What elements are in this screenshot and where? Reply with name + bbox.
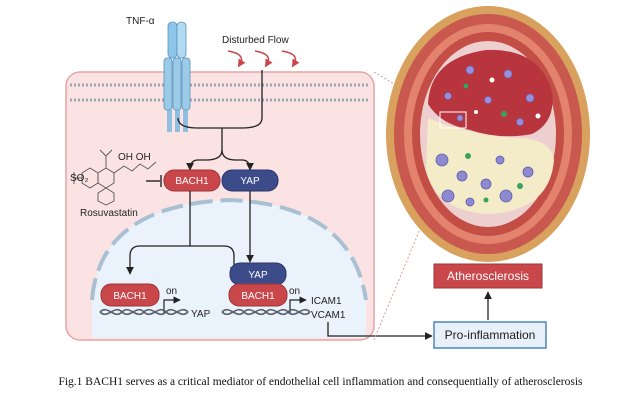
atherosclerosis-box [433, 263, 543, 289]
rosuvastatin-structure-text-icon: SO₂ [70, 173, 88, 184]
rosuvastatin-oh-text-icon: OH OH [118, 152, 151, 163]
bach1-cytoplasm-label: BACH1 [175, 176, 209, 187]
vcam1-label: VCAM1 [311, 310, 346, 321]
cell-membrane [70, 83, 370, 102]
yap-cytoplasm-label: YAP [240, 176, 260, 187]
nucleus [90, 197, 368, 338]
rosuvastatin-label: Rosuvastatin [80, 208, 138, 219]
proinflammation-label: Pro-inflammation [445, 328, 536, 342]
signal-convergence-lines [177, 70, 263, 171]
bach1-nucleus-right-pill [228, 283, 288, 307]
bach1-nucleus-left-label: BACH1 [113, 291, 147, 302]
promoter-arrow-left-icon [163, 296, 181, 314]
icam1-label: ICAM1 [311, 296, 342, 307]
figure-caption: Fig.1 BACH1 serves as a critical mediato… [58, 376, 583, 388]
disturbed-flow-arrows-icon [227, 50, 300, 68]
dna-helix-left-icon [99, 308, 189, 316]
tnf-receptor-icon [163, 57, 191, 132]
bach1-cytoplasm-pill [163, 169, 221, 192]
dna-helix-right-icon [221, 308, 311, 316]
on-left-label: on [166, 286, 177, 297]
nuclear-translocation-arrows [126, 191, 254, 275]
to-proinflammation-arrow [327, 322, 433, 340]
yap-gene-label: YAP [191, 309, 211, 320]
yap-nucleus-label: YAP [248, 270, 268, 281]
tnf-alpha-label: TNF-α [126, 16, 155, 27]
proinflammation-box [433, 321, 547, 349]
rosuvastatin-structure-icon [73, 149, 157, 206]
bach1-nucleus-right-label: BACH1 [241, 291, 275, 302]
promoter-arrow-right-icon [289, 296, 307, 314]
tnf-alpha-ligand-icon [167, 21, 187, 59]
bach1-nucleus-left-pill [100, 283, 160, 307]
atherosclerosis-label: Atherosclerosis [447, 269, 529, 283]
inhibition-bar [146, 175, 162, 187]
on-right-label: on [289, 286, 300, 297]
artery-cross-section-icon [386, 6, 590, 262]
disturbed-flow-label: Disturbed Flow [222, 35, 289, 46]
